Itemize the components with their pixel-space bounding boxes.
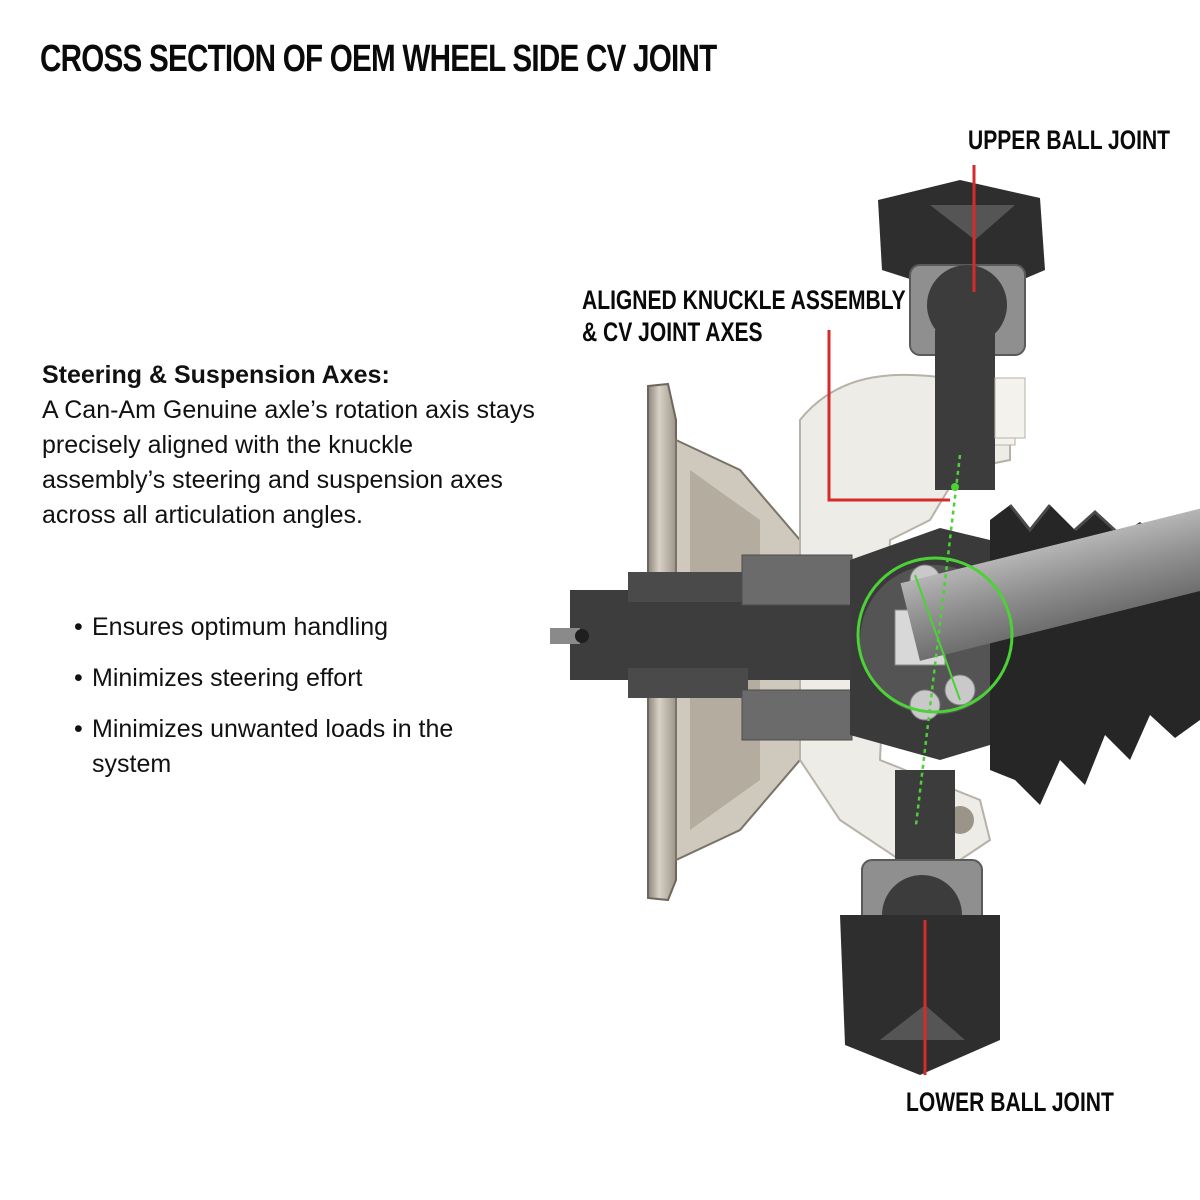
stub-axle [550, 554, 860, 741]
description-body: A Can-Am Genuine axle’s rotation axis st… [42, 396, 535, 529]
upper-ball-joint-label: UPPER BALL JOINT [968, 125, 1171, 155]
list-item: •Minimizes unwanted loads in the system [74, 712, 514, 782]
list-item: •Minimizes steering effort [74, 661, 514, 696]
alignment-axes-overlay [856, 454, 1014, 826]
aligned-axes-leader [827, 330, 950, 502]
bullet-dot-icon: • [74, 613, 83, 641]
lower-ball-joint [840, 770, 1000, 1075]
callout-leader-lines [827, 165, 976, 1075]
bullet-dot-icon: • [74, 715, 83, 743]
bullet-dot-icon: • [74, 664, 83, 692]
upper-ball-joint [878, 180, 1045, 490]
lower-ball-joint-label: LOWER BALL JOINT [906, 1087, 1114, 1117]
aligned-axes-label-line1: ALIGNED KNUCKLE ASSEMBLY [582, 285, 906, 315]
description-block: Steering & Suspension Axes: A Can-Am Gen… [42, 358, 542, 533]
benefits-list: •Ensures optimum handling •Minimizes ste… [74, 610, 514, 798]
drive-shaft [900, 505, 1200, 661]
aligned-axes-label-line2: & CV JOINT AXES [582, 317, 763, 347]
page-title: CROSS SECTION OF OEM WHEEL SIDE CV JOINT [40, 38, 717, 80]
list-item: •Ensures optimum handling [74, 610, 514, 645]
cv-joint-center-circle [856, 556, 1014, 714]
description-heading: Steering & Suspension Axes: [42, 361, 390, 389]
cv-joint-axis-line [914, 574, 961, 701]
